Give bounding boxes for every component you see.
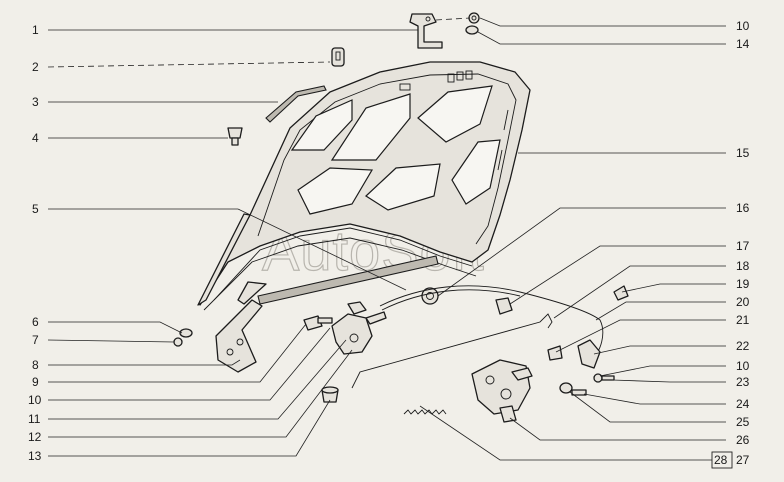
- callout-12: 12: [28, 430, 42, 444]
- callout-15: 15: [736, 146, 750, 160]
- callout-27: 27: [736, 453, 750, 467]
- callout-9: 9: [32, 375, 39, 389]
- callout-17: 17: [736, 239, 750, 253]
- callout-10: 10: [28, 393, 42, 407]
- callout-7: 7: [32, 333, 39, 347]
- callout-8: 8: [32, 358, 39, 372]
- part-13-bump-stop: [321, 386, 339, 403]
- callout-1: 1: [32, 23, 39, 37]
- leaders-left: [47, 29, 418, 457]
- part-1-latch-striker: [409, 13, 443, 49]
- hood-prop-rod: [351, 313, 553, 389]
- callout-23: 23: [736, 375, 750, 389]
- callout-3: 3: [32, 95, 39, 109]
- callout-21: 21: [736, 313, 750, 327]
- callout-26: 26: [736, 433, 750, 447]
- callout-28-box: 28: [711, 451, 733, 469]
- callout-22: 22: [736, 339, 750, 353]
- callout-24: 24: [736, 397, 750, 411]
- callout-6: 6: [32, 315, 39, 329]
- part-19-20-clips: [547, 285, 629, 361]
- part-2-clip: [331, 47, 345, 67]
- part-10-14-nut-washer: [465, 12, 480, 35]
- leaders-right: [419, 17, 726, 461]
- callout-14: 14: [736, 37, 750, 51]
- part-11-12-hood-lock-upper: [331, 301, 387, 355]
- callout-10-top: 10: [736, 19, 750, 33]
- callout-10-right: 10: [736, 359, 750, 373]
- callout-16: 16: [736, 201, 750, 215]
- part-17-cable-clip: [495, 297, 513, 315]
- callout-2: 2: [32, 60, 39, 74]
- part-4-plug: [227, 127, 243, 146]
- part-8-hinge: [215, 281, 267, 373]
- hood-panel: [197, 61, 531, 311]
- part-3-weatherstrip: [265, 85, 327, 123]
- callout-13: 13: [28, 449, 42, 463]
- part-22-bracket: [577, 339, 601, 369]
- callouts-right: 10 14 15 16 17 18 19 20 21 22 10 23 24 2…: [736, 19, 750, 467]
- release-cable: [379, 285, 604, 361]
- callout-28: 28: [714, 453, 728, 467]
- callout-4: 4: [32, 131, 39, 145]
- callout-18: 18: [736, 259, 750, 273]
- callout-19: 19: [736, 277, 750, 291]
- part-9-bolt: [303, 315, 333, 331]
- part-27-spring: [403, 409, 447, 415]
- part-26-hood-lock: [471, 359, 533, 423]
- part-6-7-washer-nut: [173, 328, 193, 347]
- callout-20: 20: [736, 295, 750, 309]
- callouts-left: 1 2 3 4 5 6 7 8 9 10 11 12 13: [28, 23, 42, 463]
- callout-5: 5: [32, 202, 39, 216]
- callout-11: 11: [28, 412, 41, 426]
- part-23-24-25-fasteners: [559, 373, 615, 396]
- callout-25: 25: [736, 415, 750, 429]
